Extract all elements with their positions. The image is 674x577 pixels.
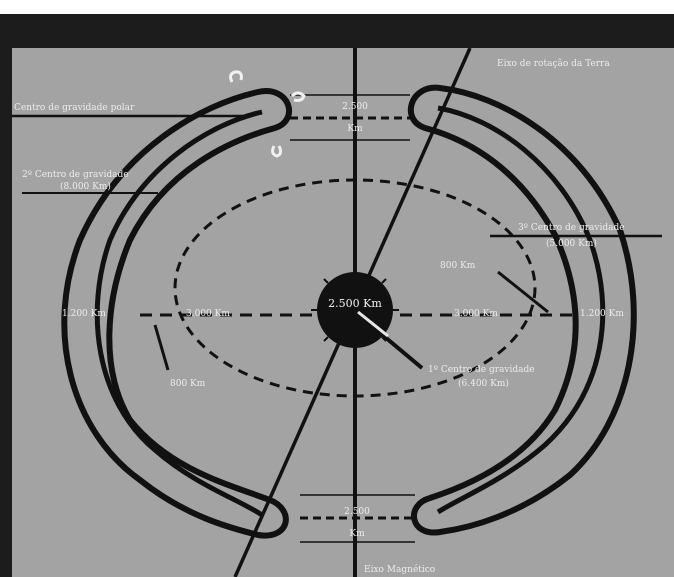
right-inner-label: 3.000 Km — [454, 309, 498, 319]
depth-top-a: 2.500 — [342, 102, 368, 112]
left-outer-label: 1.200 Km — [62, 309, 106, 319]
depth-bottom-b: Km — [349, 529, 365, 539]
right-outer-label: 1.200 Km — [580, 309, 624, 319]
center1-depth: (6.400 Km) — [458, 378, 509, 389]
depth-top-b: Km — [347, 124, 363, 134]
planet-core — [317, 272, 393, 348]
center2-depth: (8.000 Km) — [60, 181, 111, 192]
core-label: 2.500 Km — [328, 297, 382, 310]
center3-depth: (5.000 Km) — [546, 238, 597, 249]
rotation-axis-label: Eixo de rotação da Terra — [497, 58, 610, 69]
polar-center-label: Centro de gravidade polar — [14, 103, 135, 113]
ring-800-left-label: 800 Km — [170, 379, 206, 389]
ring-800-right-label: 800 Km — [440, 261, 476, 271]
center2-label: 2º Centro de gravidade — [22, 170, 129, 180]
magnetic-axis-label: Eixo Magnético — [364, 564, 435, 575]
depth-bottom-a: 2.500 — [344, 507, 370, 517]
center1-label: 1º Centro de gravidade — [428, 365, 535, 375]
center3-label: 3º Centro de gravidade — [518, 223, 625, 233]
left-inner-label: 3.000 Km — [186, 309, 230, 319]
